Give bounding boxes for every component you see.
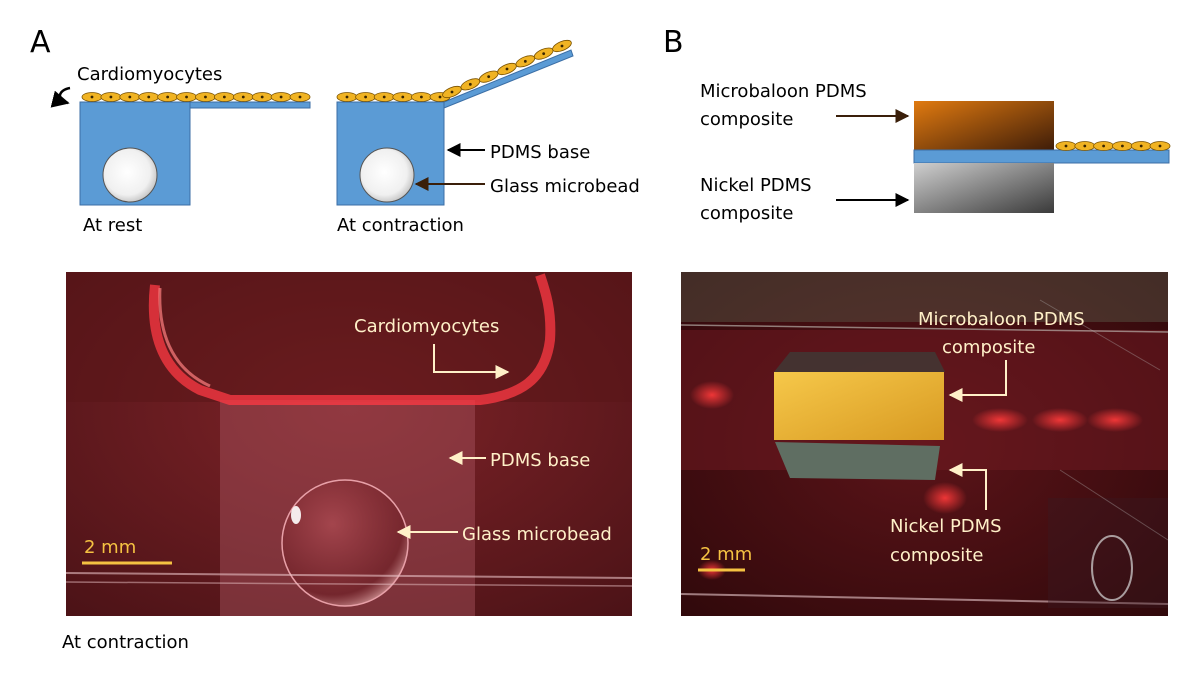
photo-a-caption: At contraction <box>62 632 189 653</box>
cell-nucleus <box>345 95 349 99</box>
cell-nucleus <box>468 82 472 86</box>
cell-nucleus <box>542 52 546 56</box>
cell-nucleus <box>128 95 132 99</box>
cell-nucleus <box>90 95 94 99</box>
photo-b-microballoon-block <box>774 372 944 440</box>
nickel-label-line1: Nickel PDMS <box>700 175 812 196</box>
cell-nucleus <box>185 95 188 99</box>
panel-a-label: A <box>30 25 51 60</box>
curl-arrow <box>50 86 71 108</box>
photo-a-base-label: PDMS base <box>490 450 590 471</box>
cell-nucleus <box>382 95 386 99</box>
cell-nucleus <box>438 95 442 99</box>
cell-nucleus <box>279 95 283 99</box>
cell-nucleus <box>1158 144 1162 148</box>
cells-label-rest: Cardiomyocytes <box>77 64 222 85</box>
cell-nucleus <box>1139 144 1143 148</box>
cell-nucleus <box>204 95 207 99</box>
photo-b-microballoon-arrow <box>948 360 1007 402</box>
glass-bead-contraction <box>359 147 415 203</box>
microballoon-label-line2: composite <box>700 109 793 130</box>
rest-caption: At rest <box>83 215 142 236</box>
cell-nucleus <box>260 95 264 99</box>
cell-nucleus <box>560 44 564 48</box>
photo-b-nickel-line2: composite <box>890 545 983 566</box>
cell-nucleus <box>1102 144 1105 148</box>
pdms-cantilever <box>443 49 574 109</box>
photo-a-bead-label: Glass microbead <box>462 524 612 545</box>
photo-b-nickel-block <box>775 442 940 480</box>
cell-nucleus <box>364 95 367 99</box>
nickel-block <box>914 163 1054 213</box>
photo-b-nickel-arrow <box>948 463 987 510</box>
cell-nucleus <box>487 75 491 79</box>
bead-label: Glass microbead <box>490 176 640 197</box>
photo-b-microballoon-line2: composite <box>942 337 1035 358</box>
photo-a-cells-label: Cardiomyocytes <box>354 316 499 337</box>
panel-b-label: B <box>663 25 684 60</box>
base-label: PDMS base <box>490 142 590 163</box>
cell-nucleus <box>505 67 509 71</box>
photo-a-scale-label: 2 mm <box>84 537 136 558</box>
photo-b-microballoon-line1: Microbaloon PDMS <box>918 309 1085 330</box>
photo-a: Cardiomyocytes PDMS base Glass microbead… <box>65 272 633 616</box>
cell-nucleus <box>401 95 405 99</box>
cell-nucleus <box>1121 144 1124 148</box>
glass-bead-rest <box>102 147 158 203</box>
cell-layer-contraction <box>336 39 572 102</box>
cell-nucleus <box>450 90 454 94</box>
cell-layer-rest <box>81 92 311 102</box>
cell-nucleus <box>222 95 226 99</box>
cell-nucleus <box>1083 144 1087 148</box>
cell-nucleus <box>420 95 423 99</box>
photo-a-cell-sheet <box>148 273 556 405</box>
contraction-caption: At contraction <box>337 215 464 236</box>
panel-b-schematic: Microbaloon PDMS composite Nickel PDMS c… <box>700 81 1171 224</box>
cell-nucleus <box>147 95 151 99</box>
pdms-strip <box>913 149 1170 164</box>
photo-b-scale-label: 2 mm <box>700 544 752 565</box>
cell-nucleus <box>109 95 113 99</box>
cell-nucleus <box>298 95 302 99</box>
nickel-label-line2: composite <box>700 203 793 224</box>
photo-b-nickel-line1: Nickel PDMS <box>890 516 1002 537</box>
contraction-schematic: PDMS base Glass microbead At contraction <box>336 39 640 236</box>
cell-nucleus <box>166 95 170 99</box>
rest-schematic: Cardiomyocytes At rest <box>50 64 311 236</box>
cell-nucleus <box>1064 144 1068 148</box>
photo-a-cells-arrow <box>433 344 510 379</box>
photo-b: Microbaloon PDMS composite Nickel PDMS c… <box>680 272 1169 616</box>
microballoon-label-line1: Microbaloon PDMS <box>700 81 867 102</box>
cell-layer-b <box>1055 141 1171 151</box>
cell-nucleus <box>523 59 527 63</box>
photo-a-bead <box>281 479 409 607</box>
microballoon-block <box>914 101 1054 153</box>
cell-nucleus <box>241 95 245 99</box>
